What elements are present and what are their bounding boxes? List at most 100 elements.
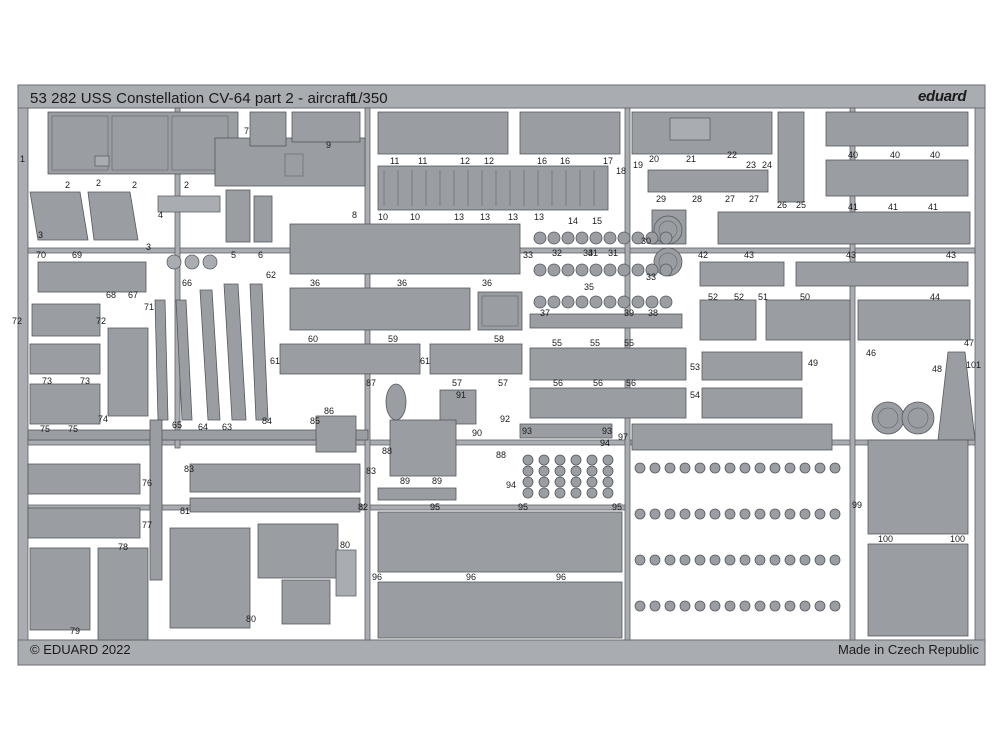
part-number-label: 67	[128, 290, 138, 300]
part-number-label: 87	[366, 378, 376, 388]
round-part	[659, 295, 673, 309]
part-number-label: 36	[397, 278, 407, 288]
part-number-label: 30	[641, 236, 651, 246]
part-number-label: 43	[946, 250, 956, 260]
disc-part	[724, 462, 736, 474]
disc-part	[709, 554, 721, 566]
part-number-label: 29	[656, 194, 666, 204]
round-part	[617, 231, 631, 245]
disc-part	[739, 508, 751, 520]
round-part	[631, 295, 645, 309]
disc-part	[634, 600, 646, 612]
part-number-label: 13	[454, 212, 464, 222]
part-number-label: 31	[608, 248, 618, 258]
part-number-label: 13	[508, 212, 518, 222]
part-number-label: 72	[96, 316, 106, 326]
part-number-label: 57	[498, 378, 508, 388]
part-number-label: 73	[80, 376, 90, 386]
part-number-label: 52	[734, 292, 744, 302]
disc-part	[694, 600, 706, 612]
part-number-label: 4	[158, 210, 163, 220]
part-number-label: 11	[418, 156, 427, 166]
part-number-label: 54	[690, 390, 700, 400]
round-part	[575, 263, 589, 277]
disc-part	[694, 554, 706, 566]
part-number-label: 86	[324, 406, 334, 416]
part-number-label: 95	[612, 502, 622, 512]
part-number-label: 3	[38, 230, 43, 240]
parts-85-94	[315, 383, 613, 501]
round-part	[645, 231, 659, 245]
part-number-label: 62	[266, 270, 276, 280]
part-number-label: 92	[500, 414, 510, 424]
part-number-label: 33	[646, 272, 656, 282]
round-part	[659, 263, 673, 277]
part-number-label: 28	[692, 194, 702, 204]
part-number-label: 97	[618, 432, 628, 442]
parts-44-52	[699, 299, 976, 441]
part-number-label: 60	[308, 334, 318, 344]
disc-part	[694, 508, 706, 520]
part-number-label: 85	[310, 416, 320, 426]
round-part	[589, 231, 603, 245]
part-number-label: 7	[244, 126, 249, 136]
part-number-label: 31	[588, 248, 598, 258]
disc-part	[709, 600, 721, 612]
part-number-label: 37	[540, 308, 550, 318]
part-number-label: 35	[584, 282, 594, 292]
fret-scale: 1/350	[350, 90, 388, 107]
round-part	[533, 295, 547, 309]
part-number-label: 3	[146, 242, 151, 252]
disc-part	[784, 600, 796, 612]
disc-part	[664, 462, 676, 474]
part-number-label: 74	[98, 414, 108, 424]
disc-part	[634, 554, 646, 566]
parts-78-80	[29, 523, 357, 641]
disc-part	[679, 508, 691, 520]
disc-part	[649, 462, 661, 474]
fret-footer-band	[17, 639, 986, 666]
part-number-label: 65	[172, 420, 182, 430]
part-number-label: 20	[649, 154, 659, 164]
disc-part	[570, 476, 582, 488]
parts-59-61	[279, 343, 523, 375]
part-number-label: 1	[20, 154, 25, 164]
part-number-label: 9	[326, 140, 331, 150]
part-number-label: 27	[725, 194, 735, 204]
round-part	[603, 231, 617, 245]
part-number-label: 44	[930, 292, 940, 302]
disc-part	[634, 462, 646, 474]
disc-part	[724, 508, 736, 520]
part-number-label: 99	[852, 500, 862, 510]
part-number-label: 13	[534, 212, 544, 222]
round-part	[547, 231, 561, 245]
part-number-label: 40	[848, 150, 858, 160]
disc-part	[570, 487, 582, 499]
part-number-label: 56	[593, 378, 603, 388]
round-part	[645, 263, 659, 277]
part-number-label: 58	[494, 334, 504, 344]
part-number-label: 55	[624, 338, 634, 348]
disc-part	[784, 508, 796, 520]
part-43-rows	[699, 211, 971, 287]
disc-part	[754, 462, 766, 474]
part-number-label: 88	[496, 450, 506, 460]
part-number-label: 18	[616, 166, 626, 176]
part-number-label: 47	[964, 338, 974, 348]
disc-part	[634, 508, 646, 520]
disc-part	[784, 554, 796, 566]
disc-part	[602, 487, 614, 499]
round-part	[617, 263, 631, 277]
disc-part	[739, 462, 751, 474]
disc-part	[664, 508, 676, 520]
part-number-label: 36	[310, 278, 320, 288]
disc-part	[829, 600, 841, 612]
part-number-label: 10	[410, 212, 420, 222]
part-number-label: 75	[68, 424, 78, 434]
brand-logo: eduard	[918, 88, 967, 105]
part-number-label: 16	[560, 156, 570, 166]
disc-part	[694, 462, 706, 474]
round-part	[533, 231, 547, 245]
part-number-label: 94	[506, 480, 516, 490]
disc-part	[649, 600, 661, 612]
